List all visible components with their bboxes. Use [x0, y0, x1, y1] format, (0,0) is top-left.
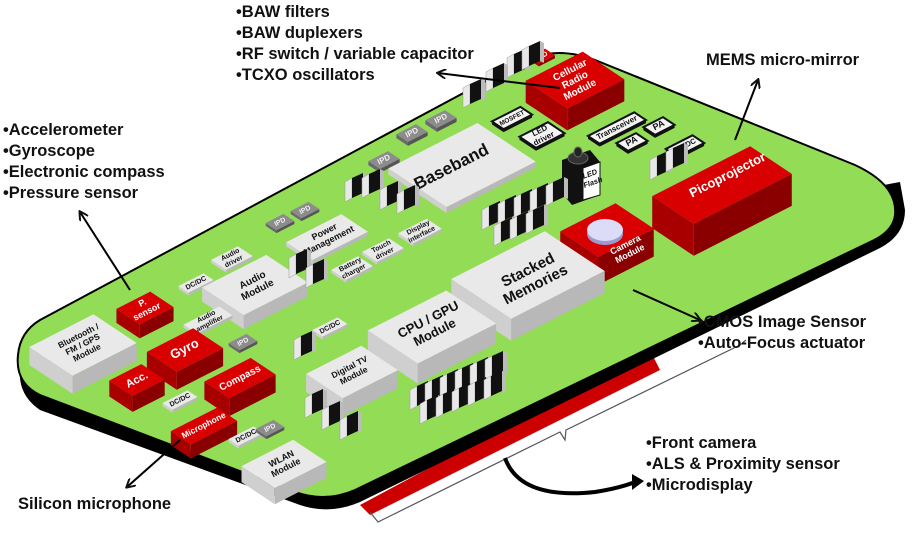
camera-item: •Auto-Focus actuator	[698, 334, 866, 352]
ipd-chip-label: IPD	[298, 205, 312, 217]
ipd-chip: IPD	[255, 419, 285, 440]
baseband-chip: Baseband	[388, 122, 536, 214]
pa-chip: PA	[641, 115, 677, 138]
audio-module-chip: AudioModule	[202, 254, 308, 330]
passive-capacitor	[304, 389, 327, 419]
mems-leader-line	[734, 80, 758, 141]
passive-capacitor	[525, 205, 548, 235]
front-curved-arrow	[503, 457, 636, 496]
camera-item: •CMOS Image Sensor	[698, 313, 867, 331]
pressure-sensor: P.sensor	[116, 291, 174, 339]
pa-chip: PA	[614, 131, 650, 154]
passive-capacitor	[339, 411, 362, 441]
stacked-memories-chip: StackedMemories	[451, 231, 605, 341]
front-item: •Front camera	[646, 434, 757, 452]
touch-driver-chip: Touchdriver	[362, 238, 404, 265]
passive-capacitor	[483, 371, 506, 401]
rf-leader-line	[438, 73, 561, 89]
mosfet-chip: MOSFET	[489, 105, 535, 133]
camera-callout: •CMOS Image Sensor •Auto-Focus actuator	[698, 312, 866, 354]
front-side-bracket	[369, 339, 747, 523]
rf-item: •BAW duplexers	[236, 24, 363, 42]
acc-chip: Acc.	[109, 364, 165, 412]
mems-callout: MEMS micro-mirror	[706, 51, 860, 69]
ipd-chip-label: IPD	[273, 217, 287, 229]
battery-charger-chip: Batterycharger	[331, 256, 373, 283]
ipd-chip: IPD	[425, 110, 457, 132]
front-item: •ALS & Proximity sensor	[646, 455, 840, 473]
cpu-gpu-module: CPU / GPUModule	[367, 290, 497, 384]
sensor-item: •Electronic compass	[3, 163, 165, 181]
ipd-chip: IPD	[368, 151, 400, 173]
camera-leader-line	[632, 289, 700, 320]
passive-capacitor	[396, 185, 419, 215]
ipd-chip: IPD	[228, 333, 258, 354]
ipd-chip-label: IPD	[263, 423, 277, 435]
ipd-chip: IPD	[290, 201, 320, 222]
passive-capacitor	[462, 79, 485, 109]
rf-item: •RF switch / variable capacitor	[236, 45, 474, 63]
passive-capacitor	[288, 249, 311, 279]
passive-capacitor	[361, 169, 384, 199]
passive-capacitor	[484, 351, 507, 381]
dcdc-chip: DC/DC	[162, 390, 198, 413]
passive-capacitor	[293, 331, 316, 361]
passive-capacitor	[665, 143, 688, 173]
pa-chip-label: PA	[651, 118, 667, 133]
passive-capacitor	[305, 259, 328, 289]
mic-leader-line	[127, 439, 181, 487]
pa-chip-label: PA	[624, 134, 640, 149]
front-item: •Microdisplay	[646, 476, 753, 494]
rf-item: •BAW filters	[236, 3, 330, 21]
sensor-leader-line	[80, 212, 131, 291]
bluetooth-fm-gps-module: Bluetooth /FM / GPSModule	[29, 314, 137, 394]
ipd-chip: IPD	[265, 213, 295, 234]
passive-capacitor	[521, 41, 544, 71]
sensor-item: •Gyroscope	[3, 142, 95, 160]
rf-item: •TCXO oscillators	[236, 66, 375, 84]
passive-capacitor	[545, 177, 568, 207]
front-callout: •Front camera •ALS & Proximity sensor •M…	[646, 433, 840, 496]
led-flash: LEDFlash	[562, 146, 604, 205]
passive-capacitor	[321, 401, 344, 431]
sensor-callout: •Accelerometer •Gyroscope •Electronic co…	[3, 120, 165, 204]
microphone-callout: Silicon microphone	[18, 495, 172, 513]
wlan-module: WLANModule	[241, 439, 327, 505]
ipd-chip-label: IPD	[236, 337, 250, 349]
sensor-item: •Pressure sensor	[3, 184, 139, 202]
gyro-chip: Gyro	[146, 328, 224, 390]
led-driver-chip: LEDdriver	[517, 121, 567, 151]
ipd-chip: IPD	[396, 124, 428, 146]
sensor-item: •Accelerometer	[3, 121, 124, 139]
rf-callout: •BAW filters •BAW duplexers •RF switch /…	[236, 2, 474, 86]
dcdc-chip: DC/DC	[228, 426, 264, 449]
